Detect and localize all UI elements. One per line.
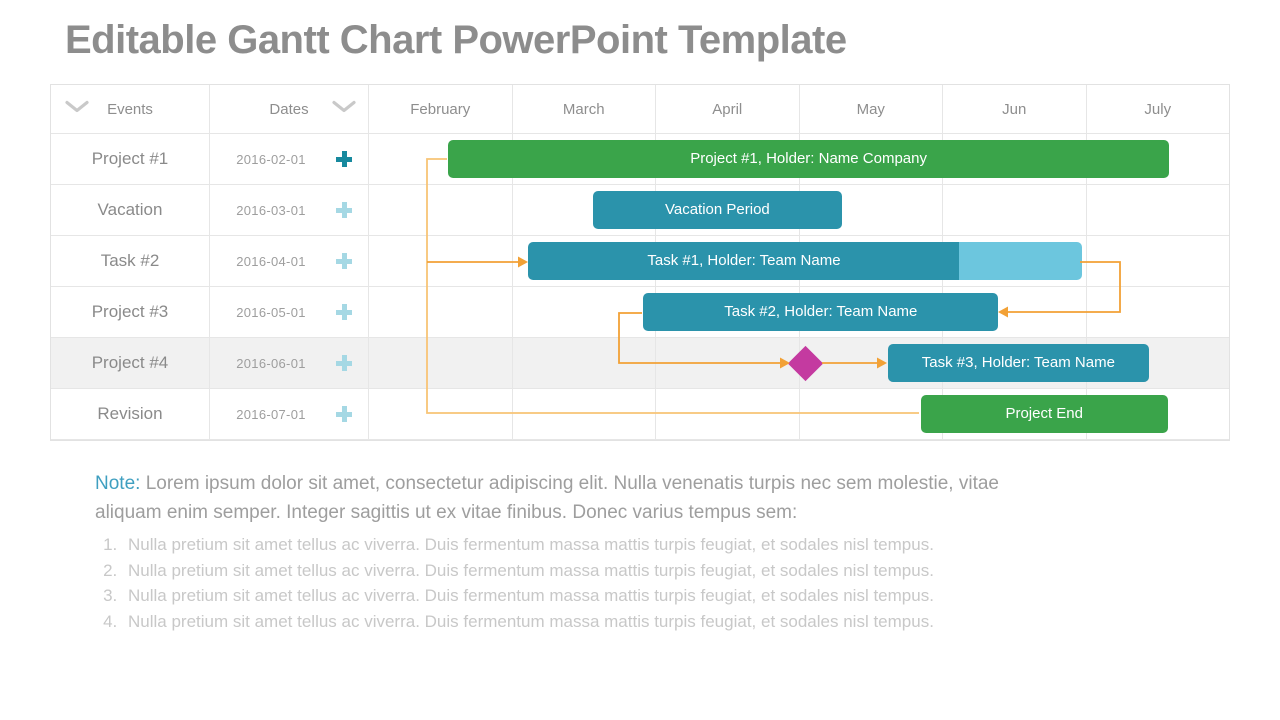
note-list-item: Nulla pretium sit amet tellus ac viverra… [122,532,1055,558]
event-label: Project #3 [91,302,169,321]
event-label: Project #1 [91,149,169,168]
event-label: Revision [97,404,163,423]
note-list-item: Nulla pretium sit amet tellus ac viverra… [122,609,1055,635]
table-row: Revision 2016-07-01 [51,389,1229,440]
note-list: Nulla pretium sit amet tellus ac viverra… [95,532,1055,634]
date-value: 2016-02-01 [236,151,306,167]
event-label: Project #4 [91,353,169,372]
chevron-down-icon[interactable] [332,100,356,118]
month-header: April [656,85,800,134]
page-title: Editable Gantt Chart PowerPoint Template [65,18,847,62]
month-header: February [369,85,513,134]
note-label: Note: [95,473,141,494]
date-value: 2016-04-01 [236,253,306,269]
month-header: March [512,85,656,134]
month-header: May [799,85,943,134]
table-row: Project #4 2016-06-01 [51,338,1229,389]
gantt-table: Events Dates February March April May Ju… [50,84,1230,441]
table-row: Project #3 2016-05-01 [51,287,1229,338]
table-row: Vacation 2016-03-01 [51,185,1229,236]
add-icon[interactable] [336,406,352,422]
note-section: Note: Lorem ipsum dolor sit amet, consec… [95,469,1055,634]
date-value: 2016-03-01 [236,202,306,218]
month-header: July [1086,85,1229,134]
date-value: 2016-05-01 [236,304,306,320]
add-icon[interactable] [336,304,352,320]
table-header-row: Events Dates February March April May Ju… [51,85,1229,134]
date-value: 2016-06-01 [236,355,306,371]
table-row: Task #2 2016-04-01 [51,236,1229,287]
add-icon[interactable] [336,202,352,218]
month-header: Jun [943,85,1087,134]
header-cell-dates: Dates [210,85,369,134]
header-cell-events: Events [51,85,210,134]
add-icon[interactable] [336,151,352,167]
note-list-item: Nulla pretium sit amet tellus ac viverra… [122,558,1055,584]
add-icon[interactable] [336,355,352,371]
add-icon[interactable] [336,253,352,269]
chevron-down-icon[interactable] [65,100,89,118]
event-label: Task #2 [100,251,160,270]
event-label: Vacation [97,200,163,219]
header-dates-label: Dates [269,100,309,118]
table-row: Project #1 2016-02-01 [51,134,1229,185]
note-intro-text: Lorem ipsum dolor sit amet, consectetur … [95,473,999,523]
note-list-item: Nulla pretium sit amet tellus ac viverra… [122,583,1055,609]
header-events-label: Events [107,100,153,118]
date-value: 2016-07-01 [236,406,306,422]
